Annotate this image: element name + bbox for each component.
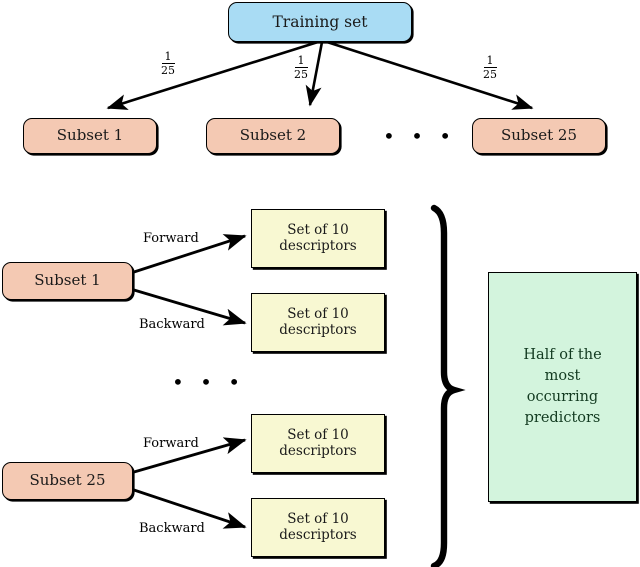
descriptor-box-1-forward[interactable]: Set of 10 descriptors	[251, 209, 385, 268]
descriptor-box-1-backward[interactable]: Set of 10 descriptors	[251, 293, 385, 352]
descriptor-line-2: descriptors	[279, 442, 357, 459]
subset-node-branch-1[interactable]: Subset 1	[2, 262, 133, 300]
descriptor-line-1: Set of 10	[287, 426, 349, 443]
result-line-3: occurring	[526, 389, 599, 405]
subset-label: Subset 25	[29, 471, 106, 490]
subset-label: Subset 1	[56, 126, 124, 145]
result-line-4: predictors	[524, 410, 601, 427]
edge-subset25-forward	[133, 437, 247, 474]
fraction-bar	[483, 67, 497, 69]
edge-training-to-subset-2	[305, 41, 324, 107]
edge-subset1-backward	[133, 288, 247, 326]
descriptor-line-1: Set of 10	[287, 305, 349, 322]
edge-label-forward-1: Forward	[143, 231, 199, 246]
edge-training-to-subset-25	[326, 40, 534, 110]
branch-ellipsis: • • •	[172, 370, 246, 394]
descriptor-line-2: descriptors	[279, 526, 357, 543]
fraction-bar	[294, 67, 308, 69]
aggregation-brace	[430, 204, 466, 567]
fraction-denominator: 25	[483, 68, 497, 82]
training-set-label: Training set	[272, 12, 368, 31]
result-line-2: most	[544, 367, 581, 384]
descriptor-box-25-forward[interactable]: Set of 10 descriptors	[251, 414, 385, 473]
edge-label-backward-1: Backward	[139, 317, 205, 332]
fraction-numerator: 1	[297, 54, 305, 67]
subset-node-branch-25[interactable]: Subset 25	[2, 462, 133, 500]
descriptor-line-1: Set of 10	[287, 221, 349, 238]
edge-label-fraction-2: 1 25	[290, 55, 312, 81]
edge-subset1-forward	[133, 234, 247, 274]
top-row-ellipsis: • • •	[383, 124, 457, 148]
edge-training-to-subset-1	[106, 40, 319, 110]
fraction-numerator: 1	[164, 50, 172, 63]
edge-label-forward-25: Forward	[143, 436, 199, 451]
descriptor-line-2: descriptors	[279, 321, 357, 338]
result-line-1: Half of the	[523, 346, 602, 363]
fraction-denominator: 25	[161, 64, 175, 78]
subset-node-top-25[interactable]: Subset 25	[472, 118, 606, 154]
descriptor-line-1: Set of 10	[287, 510, 349, 527]
fraction-numerator: 1	[486, 54, 494, 67]
descriptor-box-25-backward[interactable]: Set of 10 descriptors	[251, 498, 385, 557]
result-node-predictors[interactable]: Half of the most occurring predictors	[488, 272, 637, 502]
edge-label-fraction-1: 1 25	[157, 51, 179, 77]
training-set-node[interactable]: Training set	[228, 2, 412, 42]
subset-node-top-2[interactable]: Subset 2	[206, 118, 340, 154]
subset-label: Subset 25	[501, 126, 577, 145]
fraction-bar	[161, 63, 175, 65]
subset-label: Subset 2	[239, 126, 307, 145]
descriptor-line-2: descriptors	[279, 237, 357, 254]
edge-subset25-backward	[133, 488, 247, 529]
edge-label-backward-25: Backward	[139, 521, 205, 536]
fraction-denominator: 25	[294, 68, 308, 82]
subset-node-top-1[interactable]: Subset 1	[23, 118, 157, 154]
subset-label: Subset 1	[34, 271, 101, 290]
edge-label-fraction-25: 1 25	[479, 55, 501, 81]
